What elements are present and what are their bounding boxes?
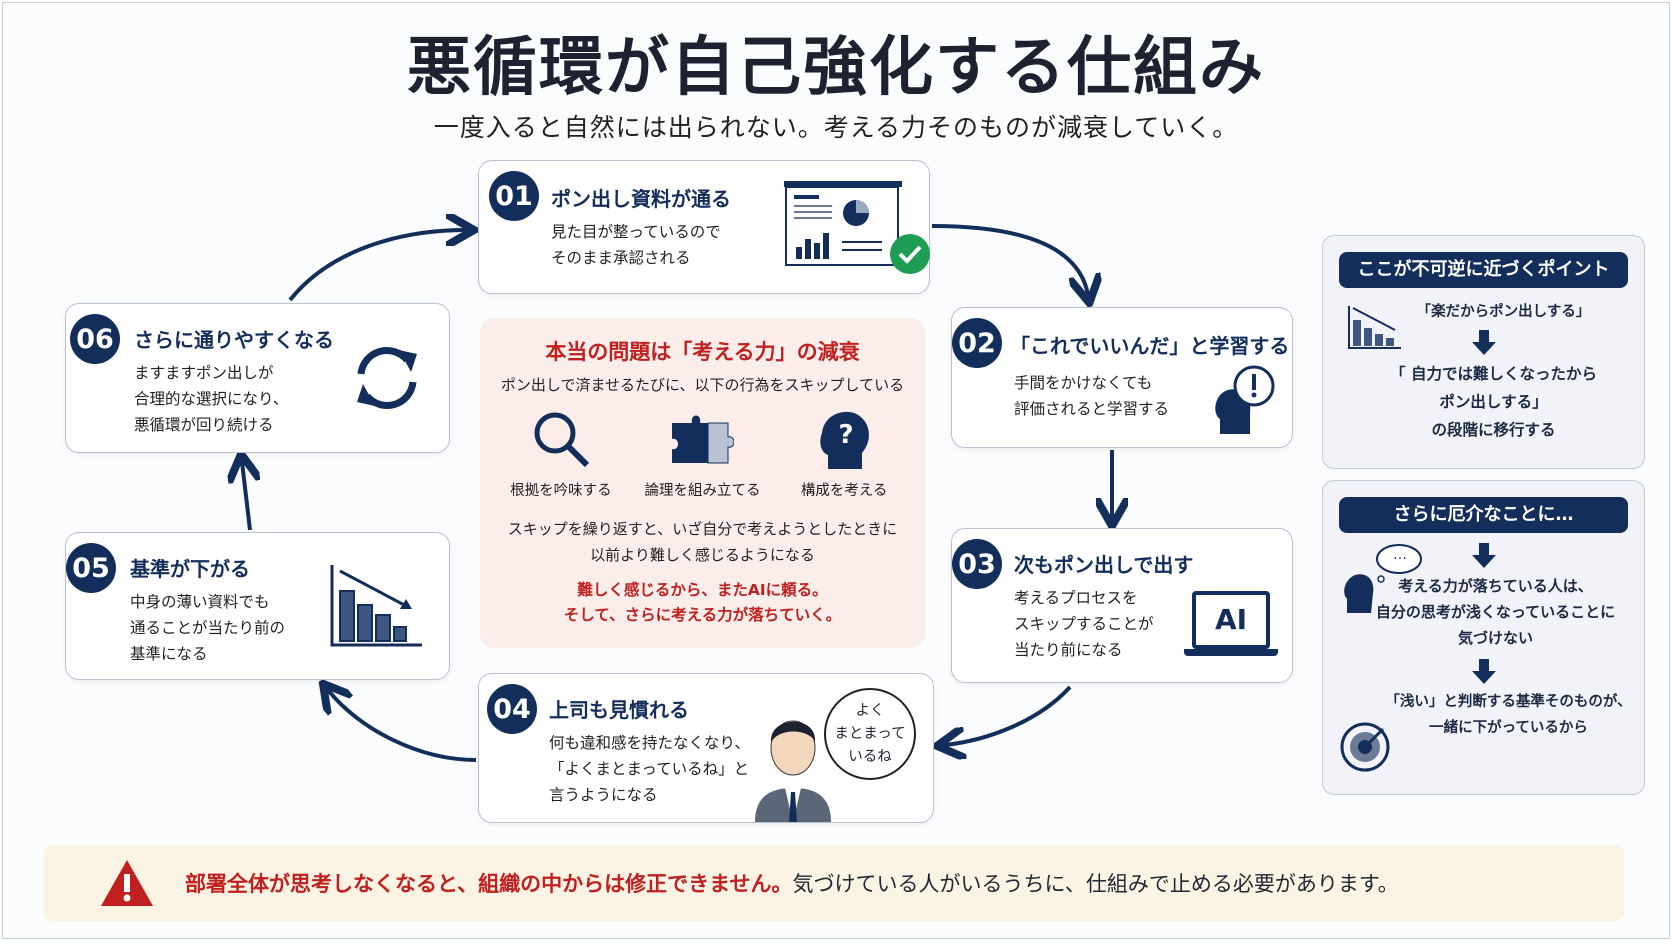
page-title: 悪循環が自己強化する仕組み (407, 31, 1265, 105)
core-problem-paragraph: スキップを繰り返すと、いざ自分で考えようとしたときに以前より難しく感じるようにな… (507, 520, 898, 564)
step-card-05: 05 基準が下がる 中身の薄い資料でも通ることが当たり前の基準になる (65, 532, 450, 680)
warning-icon (101, 860, 153, 906)
irreversible-point-panel: ここが不可逆に近づくポイント 「楽だからポン出しする」 「 自力では難しくなった… (1322, 235, 1645, 469)
ai-laptop-icon: AI (1184, 591, 1278, 663)
panel-heading: さらに厄介なことに… (1339, 497, 1628, 533)
warning-text: 部署全体が思考しなくなると、組織の中からは修正できません。気づけている人がいるう… (185, 872, 1399, 896)
skip-item: 論理を組み立てる (637, 409, 767, 500)
skip-item: 根拠を吟味する (496, 409, 626, 500)
step-title: 「これでいいんだ」と学習する (1010, 334, 1290, 358)
declining-chart-icon (330, 565, 422, 647)
arrow-03-04 (945, 685, 1072, 745)
target-icon (1340, 722, 1390, 772)
skip-item: ? 構成を考える (779, 409, 909, 500)
boss-avatar-icon (755, 720, 831, 822)
step-card-06: 06 さらに通りやすくなる ますますポン出しが合理的な選択になり、悪循環が回り続… (65, 303, 450, 453)
declining-chart-icon (1348, 306, 1401, 349)
step-body: 考えるプロセスをスキップすることが当たり前になる (1014, 589, 1154, 659)
step-card-03: 03 次もポン出しで出す 考えるプロセスをスキップすることが当たり前になる AI (951, 528, 1293, 683)
step-title: 基準が下がる (130, 557, 250, 581)
worse-point-panel: さらに厄介なことに… … 考える力が落ちている人は、自分の思考が浅くなっているこ… (1322, 480, 1645, 795)
step-body: 中身の薄い資料でも通ることが当たり前の基準になる (130, 593, 286, 663)
step-title: 次もポン出しで出す (1014, 553, 1194, 577)
step-title: ポン出し資料が通る (551, 187, 731, 211)
magnifier-icon (534, 412, 589, 468)
step-body: 何も違和感を持たなくなり、「よくまとまっているね」と言うようになる (549, 734, 750, 804)
step-body: 手間をかけなくても評価されると学習する (1014, 374, 1170, 418)
refresh-cycle-icon (357, 347, 417, 409)
panel-heading: ここが不可逆に近づくポイント (1339, 252, 1628, 288)
core-problem-heading: 本当の問題は「考える力」の減衰 (545, 340, 860, 364)
step-number: 05 (66, 543, 116, 593)
puzzle-icon (672, 415, 735, 464)
arrow-06-01 (288, 230, 466, 302)
speech-bubble: よくまとまっているね (824, 688, 916, 780)
step-number: 06 (70, 314, 120, 364)
step-card-04: 04 上司も見慣れる 何も違和感を持たなくなり、「よくまとまっているね」と言うよ… (478, 673, 934, 823)
step-number: 01 (489, 171, 539, 221)
head-question-icon: ? (820, 411, 870, 469)
page-subtitle: 一度入ると自然には出られない。考える力そのものが減衰していく。 (433, 113, 1239, 142)
down-arrow-icon (1471, 543, 1496, 568)
arrow-01-02 (931, 224, 1088, 295)
presentation-chart-icon (784, 181, 902, 266)
arrow-05-06 (242, 462, 250, 531)
step-card-01: 01 ポン出し資料が通る 見た目が整っているのでそのまま承認される (478, 160, 930, 294)
warning-banner: 部署全体が思考しなくなると、組織の中からは修正できません。気づけている人がいるう… (44, 845, 1624, 921)
step-card-02: 02 「これでいいんだ」と学習する 手間をかけなくても評価されると学習する (951, 307, 1293, 448)
step-number: 02 (952, 318, 1002, 368)
step-number: 03 (952, 539, 1002, 589)
core-problem-panel: 本当の問題は「考える力」の減衰 ポン出しで済ませるたびに、以下の行為をスキップし… (480, 318, 925, 648)
step-body: 見た目が整っているのでそのまま承認される (551, 223, 721, 267)
down-arrow-icon (1471, 330, 1496, 355)
step-title: 上司も見慣れる (549, 698, 689, 722)
core-problem-sub: ポン出しで済ませるたびに、以下の行為をスキップしている (500, 376, 905, 394)
check-badge-icon (890, 234, 930, 274)
core-problem-warning: 難しく感じるから、またAIに頼る。そして、さらに考える力が落ちていく。 (563, 581, 842, 624)
step-body: ますますポン出しが合理的な選択になり、悪循環が回り続ける (134, 364, 289, 434)
step-title: さらに通りやすくなる (134, 328, 334, 352)
thought-bubble-text: … (1393, 547, 1407, 563)
svg-text:?: ? (839, 420, 854, 450)
step-number: 04 (487, 684, 537, 734)
down-arrow-icon (1471, 659, 1496, 684)
arrow-04-05 (328, 690, 477, 762)
thinking-head-icon (1344, 544, 1422, 613)
head-exclamation-icon (1215, 365, 1275, 434)
